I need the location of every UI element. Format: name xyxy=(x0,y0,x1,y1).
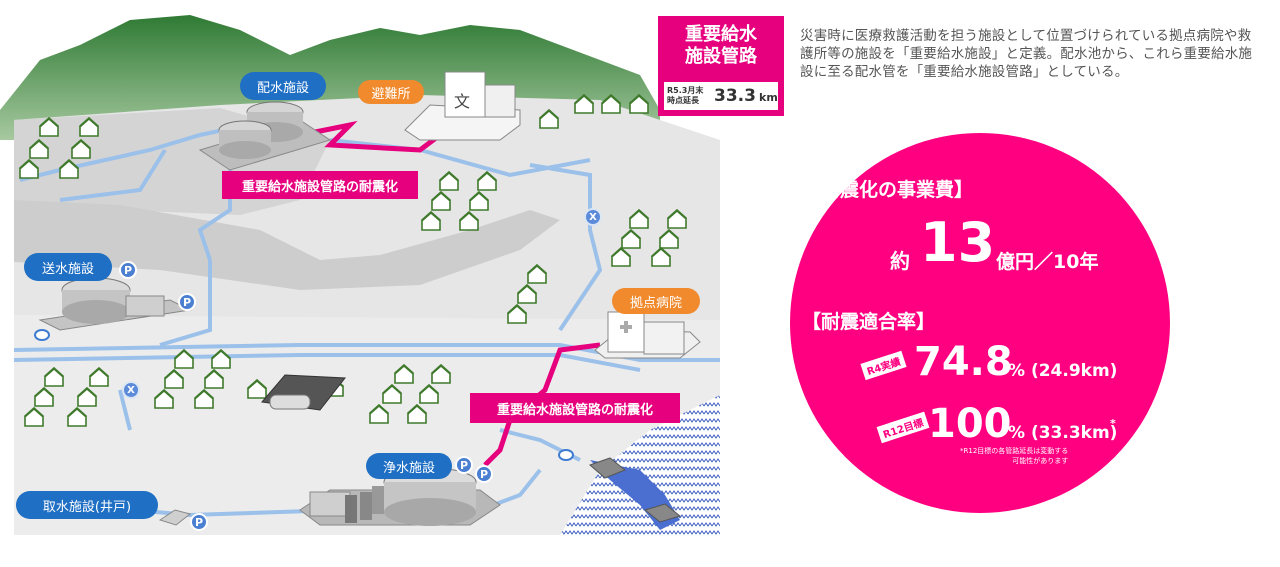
pipe-length-value-panel: R5.3月末 時点延長 33.3 km xyxy=(664,82,778,110)
purification-plant-label: 浄水施設 xyxy=(366,453,452,479)
pipe-length-as-of-label: R5.3月末 時点延長 xyxy=(667,86,704,105)
pump-icon: P xyxy=(475,465,493,483)
pump-icon: P xyxy=(119,261,137,279)
rate-heading: 【耐震適合率】 xyxy=(802,311,936,333)
pipe-length-unit: km xyxy=(759,91,778,104)
cost-value: 13 xyxy=(920,211,996,274)
cost-unit: 億円／10年 xyxy=(996,251,1099,273)
lower-pipe-banner: 重要給水施設管路の耐震化 xyxy=(470,393,680,423)
school-glyph: 文 xyxy=(453,92,470,111)
upper-pipe-banner: 重要給水施設管路の耐震化 xyxy=(222,171,418,199)
weir xyxy=(589,457,682,523)
pump-icon: P xyxy=(178,293,196,311)
hub-hospital-label: 拠点病院 xyxy=(612,288,700,314)
cost-prefix: 約 xyxy=(890,249,910,273)
pump-icon: P xyxy=(190,513,208,531)
transmission-facility-label: 送水施設 xyxy=(24,253,112,281)
footnote: *R12目標の各管路延長は変動する 可能性があります xyxy=(960,447,1069,465)
purification-plant xyxy=(299,467,501,526)
summary-circle: 【耐震化の事業費】 約 13 億円／10年 【耐震適合率】 R4実績 74.8 … xyxy=(790,133,1170,513)
r4-value: 74.8 xyxy=(914,339,1013,385)
description-text: 災害時に医療救護活動を担う施設として位置づけられている拠点病院や救護所等の施設を… xyxy=(800,28,1253,80)
valve-icon: X xyxy=(584,208,602,226)
r12-mark: * xyxy=(1110,417,1116,430)
transmission-tank xyxy=(38,277,192,331)
pump-station xyxy=(261,374,346,411)
pipe-length-box: 重要給水 施設管路 R5.3月末 時点延長 33.3 km xyxy=(658,16,784,116)
intake-well xyxy=(158,509,192,526)
valve-icon: X xyxy=(122,381,140,399)
r12-unit: % (33.3km) xyxy=(1008,423,1118,443)
intake-facility-label: 取水施設(井戸) xyxy=(16,491,158,519)
pipe-length-value: 33.3 xyxy=(714,86,756,106)
pump-icon: P xyxy=(455,456,473,474)
hospital-building xyxy=(594,311,701,359)
distribution-facility-label: 配水施設 xyxy=(240,72,326,100)
reservoir-markers xyxy=(34,329,574,461)
distribution-tanks xyxy=(198,101,332,171)
r12-tag: R12目標 xyxy=(876,411,930,444)
cost-heading: 【耐震化の事業費】 xyxy=(802,179,974,201)
evacuation-site-label: 避難所 xyxy=(358,80,424,104)
r4-tag: R4実績 xyxy=(860,350,907,381)
r12-value: 100 xyxy=(928,401,1012,447)
ground xyxy=(14,95,720,535)
r4-unit: % (24.9km) xyxy=(1008,361,1118,381)
school-building xyxy=(404,71,521,141)
pipe-length-title: 重要給水 施設管路 xyxy=(685,24,757,67)
